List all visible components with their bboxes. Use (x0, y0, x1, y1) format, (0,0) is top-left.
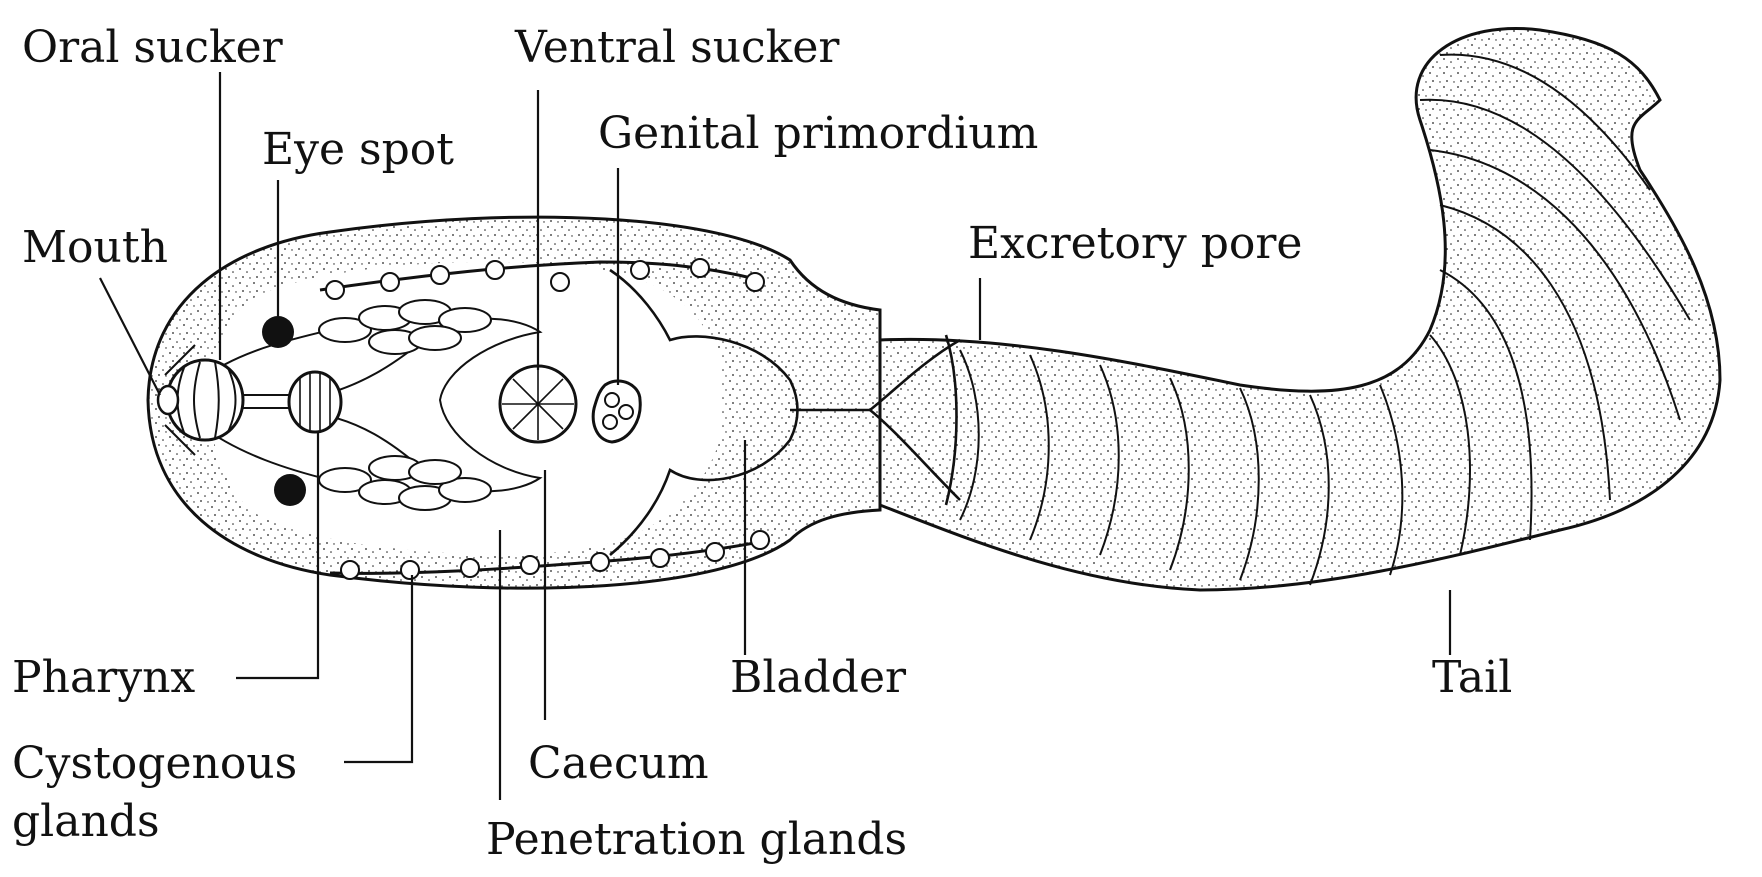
mouth (158, 386, 178, 414)
eye-spot-icon (274, 474, 306, 506)
ventral-sucker (500, 366, 576, 442)
label-bladder: Bladder (730, 652, 907, 703)
label-pharynx: Pharynx (12, 652, 195, 703)
label-oral-sucker: Oral sucker (22, 22, 284, 73)
label-tail: Tail (1432, 652, 1512, 703)
label-penetration-glands: Penetration glands (486, 814, 907, 865)
label-caecum: Caecum (528, 738, 709, 789)
label-cystogenous-line1: Cystogenous (12, 738, 297, 789)
label-ventral-sucker: Ventral sucker (514, 22, 840, 73)
label-excretory-pore: Excretory pore (968, 218, 1302, 269)
label-genital-primordium: Genital primordium (598, 108, 1038, 159)
label-cystogenous-line2: glands (12, 796, 160, 847)
eye-spot-icon (262, 316, 294, 348)
label-mouth: Mouth (22, 222, 168, 273)
label-eye-spot: Eye spot (262, 124, 454, 175)
